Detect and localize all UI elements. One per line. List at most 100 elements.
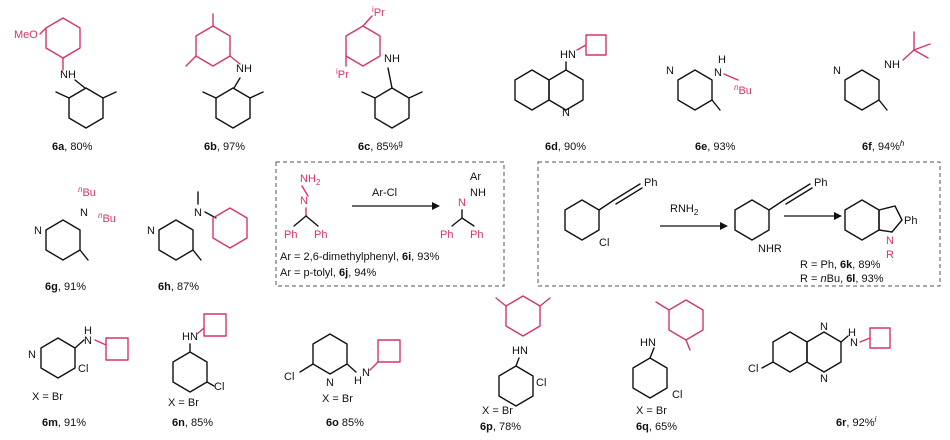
compound-label-6n: 6n, 85% [172, 417, 213, 429]
compound-6p: HN Cl X = Br 6p, 78% [480, 295, 551, 433]
compound-label-6g: 6g, 91% [45, 281, 86, 293]
box2-line2: R = nBu, 6l, 93% [800, 273, 884, 285]
compound-label-6r: 6r, 92%i [836, 415, 877, 429]
nbu-right: nBu [98, 211, 116, 225]
compound-label-6f: 6f, 94%h [862, 139, 905, 153]
box2-line1: R = Ph, 6k, 89% [800, 259, 881, 271]
chlorophenyl-ring [632, 357, 668, 399]
compound-label-6d: 6d, 90% [545, 141, 586, 153]
nhr-label: NHR [758, 243, 782, 255]
n-amine: N [84, 335, 92, 347]
methoxy-label: MeO [14, 29, 38, 41]
cyclobutyl-ring [203, 313, 227, 337]
compound-6m: N Cl H N X = Br 6m, 91% [28, 325, 129, 429]
dashed-box [275, 161, 505, 287]
n-bottom: N [820, 373, 828, 385]
compound-6g: N N nBu nBu 6g, 91% [34, 185, 116, 293]
xylyl-ring [68, 87, 104, 129]
n-label-product: N [458, 197, 466, 209]
indole-benzo [844, 199, 880, 241]
compound-6f: N NH 6f, 94%h [833, 31, 931, 153]
x-label: X = Br [322, 393, 353, 405]
reagent-arcl: Ar-Cl [372, 187, 397, 199]
ph-label: Ph [644, 177, 657, 189]
nh-label: HN [182, 331, 198, 343]
phenyl-ring [172, 351, 208, 393]
nh-label: HN [560, 49, 576, 61]
nh-label: HN [640, 337, 656, 349]
nbu-label: nBu [734, 83, 752, 97]
ph-left: Ph [284, 229, 297, 241]
benzo-ring [514, 69, 550, 111]
pyrazine-ring [806, 331, 842, 373]
nh-label: HN [512, 345, 528, 357]
ipr-top: iPr [372, 5, 385, 19]
x-label: X = Br [636, 405, 667, 417]
pyridine-ring [40, 337, 76, 379]
cl-label: Cl [214, 381, 224, 393]
benzo-ring [772, 331, 808, 373]
compound-label-6h: 6h, 87% [158, 281, 199, 293]
xylyl-ring [215, 87, 251, 129]
pyridine-ring [677, 69, 713, 111]
pyridine-ring [45, 219, 81, 261]
cl-label: Cl [284, 371, 294, 383]
n-top: N [820, 321, 828, 333]
ph-right-product: Ph [470, 229, 483, 241]
nh-label: H [718, 54, 726, 66]
n-label: N [562, 107, 570, 119]
compound-label-6o: 6o 85% [326, 417, 364, 429]
cl-label: Cl [599, 237, 609, 249]
phenyl-ring [212, 207, 248, 249]
xylyl-ring [668, 299, 704, 341]
dashed-box [537, 161, 941, 287]
compound-label-6e: 6e, 93% [695, 141, 736, 153]
xylyl-ring [505, 295, 541, 337]
nh-label: NH [384, 53, 400, 65]
n-label: N [28, 349, 36, 361]
n-amine: N [194, 207, 202, 219]
compound-label-6m: 6m, 91% [42, 417, 86, 429]
box1-line2: Ar = p-tolyl, 6j, 94% [280, 267, 377, 279]
n-label: N [666, 65, 674, 77]
compound-label-6q: 6q, 65% [636, 421, 677, 433]
ph-indole: Ph [904, 215, 917, 227]
nh-label: NH [236, 63, 252, 75]
n-label: N [300, 195, 308, 207]
pyridine-ring [158, 219, 194, 261]
compound-6n: HN Cl X = Br 6n, 85% [168, 313, 227, 429]
compound-6r: N N Cl H N 6r, 92%i [748, 321, 891, 429]
compound-6a: MeO NH 6a, 80% [14, 17, 117, 153]
compound-6e: N H N nBu 6e, 93% [666, 54, 752, 153]
reagent-amine: RNH2 [670, 203, 699, 217]
compound-6h: N N 6h, 87% [147, 191, 248, 293]
n-indole: N [886, 235, 894, 247]
compound-6o: N Cl H N X = Br 6o 85% [284, 333, 401, 429]
nh-label: NH [884, 59, 900, 71]
cl-label: Cl [748, 363, 758, 375]
aryl-ring-int [734, 199, 770, 241]
compound-label-6c: 6c, 85%g [358, 139, 403, 153]
compound-label-6p: 6p, 78% [480, 421, 521, 433]
compound-6q: HN Cl X = Br 6q, 65% [632, 299, 704, 433]
cyclobutyl-ring [869, 327, 891, 349]
n-amine: N [80, 207, 88, 219]
ph-right: Ph [314, 229, 327, 241]
box1-line1: Ar = 2,6-dimethylphenyl, 6i, 93% [280, 251, 440, 263]
compound-6d: HN N 6d, 90% [514, 34, 607, 153]
compound-6c: iPr iPr NH 6c, 85%g [336, 5, 423, 153]
mesityl-ring [195, 25, 231, 67]
pyridine-ring [312, 333, 348, 375]
nh-label: NH [470, 187, 486, 199]
nbu-top: nBu [78, 185, 96, 199]
ar-label: Ar [470, 171, 481, 183]
indole-pyrrole [878, 205, 903, 233]
n-amine: N [714, 67, 722, 79]
n-amine: N [362, 367, 370, 379]
nh-label: H [848, 327, 856, 339]
n-label: N [833, 65, 841, 77]
anisole-ring [45, 17, 81, 59]
chlorophenyl-ring [498, 365, 534, 407]
ipr-bottom: iPr [336, 67, 349, 81]
scheme-box-indole: Ph Cl RNH2 Ph NHR Ph N R R = Ph, 6k, 89%… [537, 161, 941, 287]
